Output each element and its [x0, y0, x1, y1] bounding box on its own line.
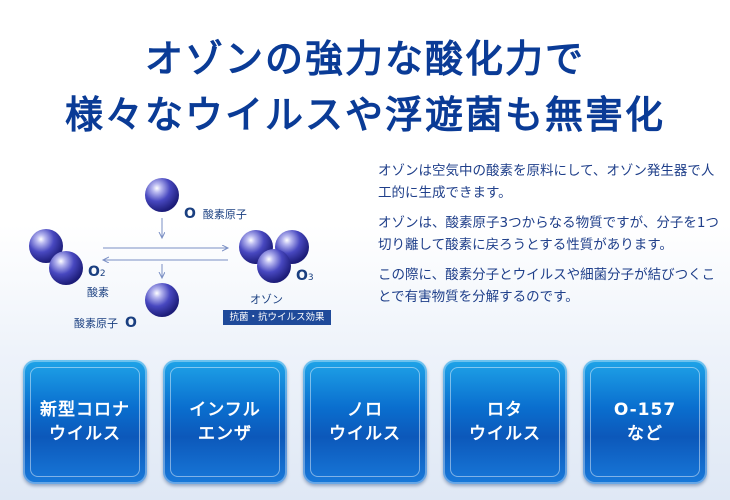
card-frame: [30, 367, 140, 477]
o2-sphere-1: [29, 229, 63, 263]
oxygen-atom-top-sphere: [145, 178, 179, 212]
card-label: ノロ ウイルス: [329, 400, 401, 444]
o3-label: オゾン: [250, 293, 283, 306]
card-label: O-157 など: [613, 400, 677, 444]
oxygen-atom-top-label: O 酸素原子: [184, 206, 247, 222]
ozone-diagram-graphic: [29, 178, 309, 317]
card-frame: [590, 367, 700, 477]
o2-sphere-2: [49, 251, 83, 285]
card-label: 新型コロナ ウイルス: [40, 400, 130, 444]
o2-formula: O2: [88, 264, 106, 280]
card-o157: O-157 など: [583, 360, 707, 484]
oxygen-atom-bottom-label: 酸素原子 O: [74, 315, 137, 331]
card-frame: [310, 367, 420, 477]
effect-badge: 抗菌・抗ウイルス効果: [223, 310, 331, 325]
paragraph-3: この際に、酸素分子とウイルスや細菌分子が結びつくことで有害物質を分解するのです。: [378, 267, 716, 305]
card-label: インフル エンザ: [189, 400, 261, 444]
o3-sphere-3: [257, 249, 291, 283]
ozone-diagram: O 酸素原子 O2 酸素 酸素原子 O O3 オゾン 抗菌・抗ウイルス効果: [0, 160, 360, 350]
paragraph-2: オゾンは、酸素原子3つからなる物質ですが、分子を1つ切り離して酸素に戻ろうとする…: [378, 215, 719, 253]
card-norovirus: ノロ ウイルス: [303, 360, 427, 484]
paragraph-1: オゾンは空気中の酸素を原料にして、オゾン発生器で人工的に生成できます。: [378, 163, 715, 201]
headline-line-2: 様々なウイルスや浮遊菌も無害化: [64, 93, 665, 137]
explanation-text: オゾンは空気中の酸素を原料にして、オゾン発生器で人工的に生成できます。 オゾンは…: [378, 160, 723, 316]
oxygen-atom-bottom-sphere: [145, 283, 179, 317]
card-rotavirus: ロタ ウイルス: [443, 360, 567, 484]
card-influenza: インフル エンザ: [163, 360, 287, 484]
card-frame: [170, 367, 280, 477]
headline-line-1: オゾンの強力な酸化力で: [144, 37, 585, 81]
o2-label: 酸素: [87, 286, 109, 299]
card-frame: [450, 367, 560, 477]
card-covid: 新型コロナ ウイルス: [23, 360, 147, 484]
target-cards: 新型コロナ ウイルス インフル エンザ ノロ ウイルス ロタ ウイルス O-15…: [0, 360, 730, 490]
o3-formula: O3: [296, 268, 314, 284]
card-label: ロタ ウイルス: [469, 400, 541, 444]
